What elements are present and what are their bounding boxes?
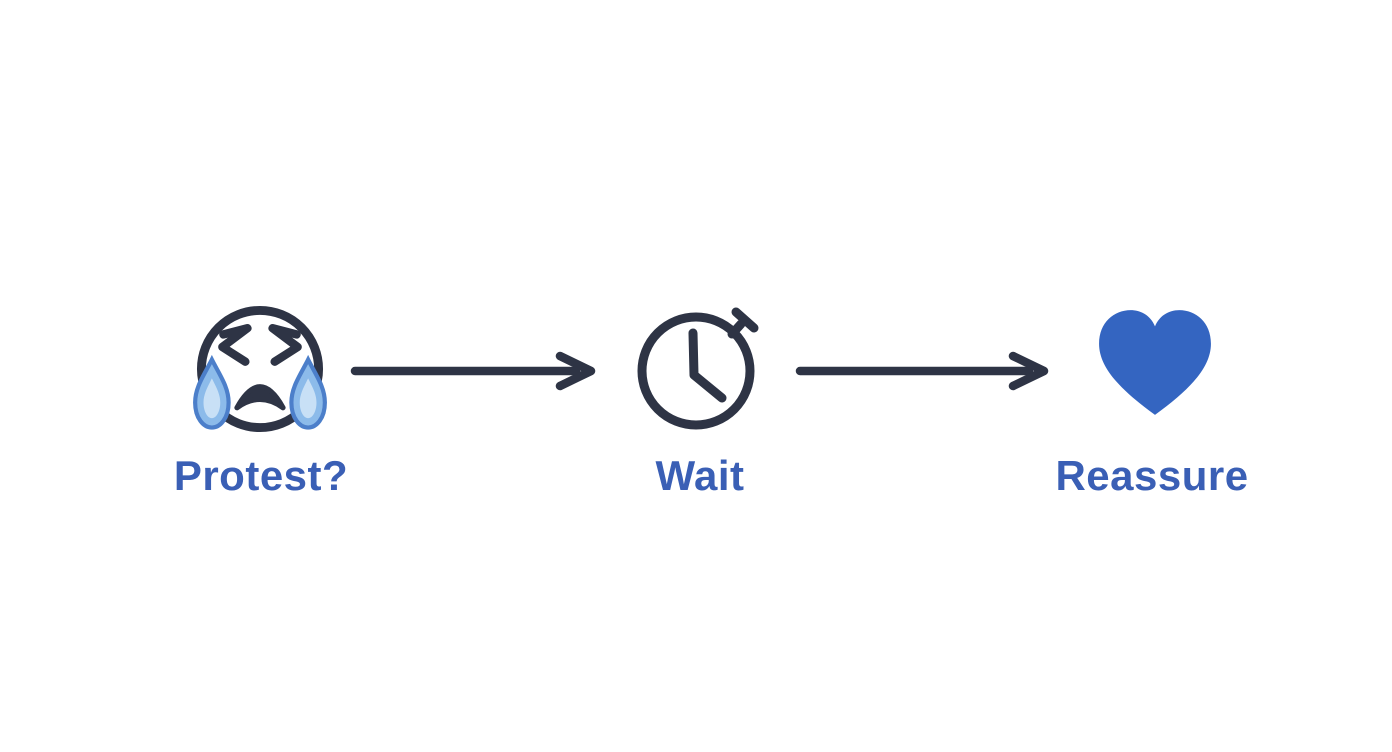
- blue-heart-icon: [1088, 301, 1222, 421]
- crying-face-icon: [192, 301, 328, 437]
- arrow-right-icon: [350, 349, 602, 393]
- arrow-right-icon: [795, 349, 1055, 393]
- stopwatch-icon: [630, 295, 770, 435]
- step-label-reassure: Reassure: [1055, 452, 1249, 499]
- step-label-protest: Protest?: [173, 452, 349, 499]
- step-label-wait: Wait: [655, 452, 745, 499]
